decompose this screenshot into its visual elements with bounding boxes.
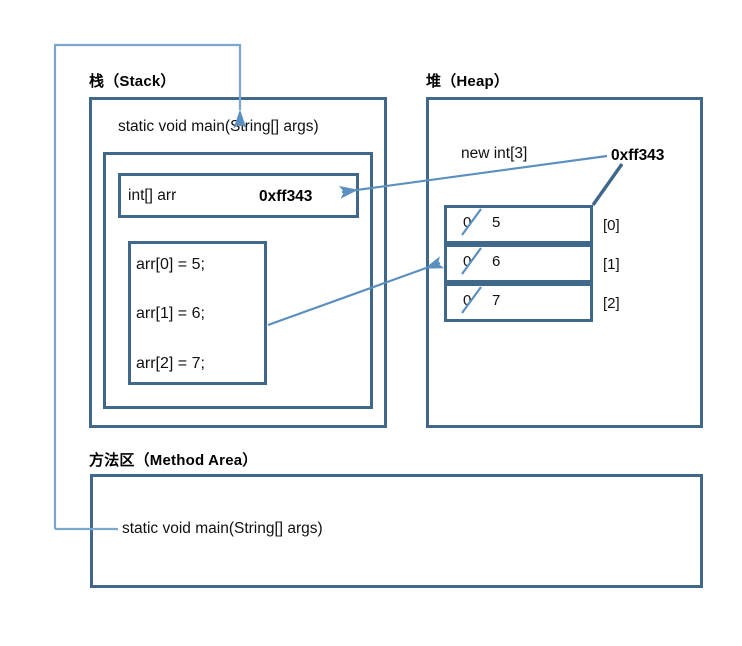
code-line-2: arr[2] = 7; — [136, 355, 205, 372]
heap-cell-2-index: [2] — [603, 295, 620, 312]
code-line-1: arr[1] = 6; — [136, 305, 205, 322]
heap-region-title: 堆（Heap） — [426, 73, 510, 90]
method-area-entry-label: static void main(String[] args) — [122, 520, 323, 537]
stack-region-title: 栈（Stack） — [89, 73, 176, 90]
method-area-box — [90, 474, 703, 588]
heap-cell-0-new-value: 5 — [492, 214, 501, 231]
heap-cell-0-index: [0] — [603, 217, 620, 234]
heap-cell-1-old-value: 0 — [463, 253, 472, 270]
stack-variable-value: 0xff343 — [259, 188, 313, 205]
stack-variable-type-label: int[] arr — [128, 187, 177, 204]
heap-cell-1-new-value: 6 — [492, 253, 501, 270]
heap-allocation-label: new int[3] — [461, 145, 528, 162]
heap-address-label: 0xff343 — [611, 147, 665, 164]
code-line-0: arr[0] = 5; — [136, 256, 205, 273]
method-area-region-title: 方法区（Method Area） — [89, 452, 258, 469]
heap-cell-0-old-value: 0 — [463, 214, 472, 231]
heap-cell-2-new-value: 7 — [492, 292, 501, 309]
heap-cell-2-old-value: 0 — [463, 292, 472, 309]
heap-cell-1-index: [1] — [603, 256, 620, 273]
stack-frame-label: static void main(String[] args) — [118, 118, 319, 135]
